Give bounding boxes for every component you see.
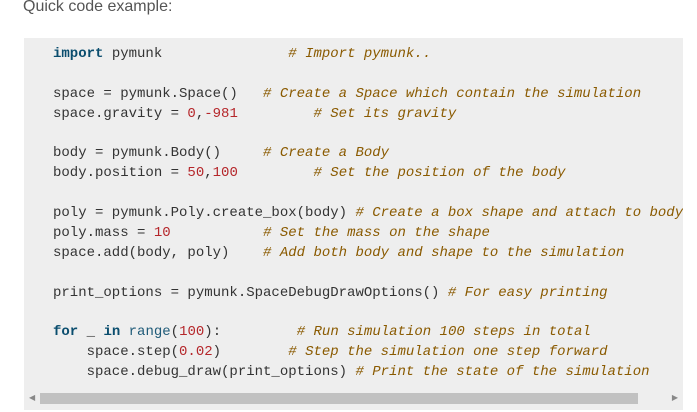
code-token: pymunk xyxy=(111,46,289,62)
code-token xyxy=(171,225,263,241)
code-token: ) xyxy=(212,344,289,361)
code-comment: # Set its gravity xyxy=(313,105,457,122)
code-token: space.gravity = xyxy=(53,105,188,122)
code-line xyxy=(53,65,683,85)
code-line: space.debug_draw(print_options) # Print … xyxy=(53,363,683,383)
code-token: poly.mass = xyxy=(53,225,154,242)
section-heading: Quick code example: xyxy=(23,0,173,15)
code-line xyxy=(53,304,683,324)
code-line: poly.mass = 10 # Set the mass on the sha… xyxy=(53,224,683,244)
code-comment: # Create a Body xyxy=(263,145,390,162)
code-token: , xyxy=(204,165,213,182)
code-comment: # For easy printing xyxy=(447,284,608,301)
code-token: 100 xyxy=(212,165,238,182)
code-token: poly = pymunk.Poly.create_box(body) xyxy=(53,205,356,222)
code-token: 0.02 xyxy=(179,344,213,361)
code-token: space.debug_draw(print_options) xyxy=(53,364,356,381)
code-token: 10 xyxy=(153,225,171,242)
code-token: in xyxy=(103,324,121,341)
code-token: _ xyxy=(78,324,104,341)
code-line: body.position = 50,100 # Set the positio… xyxy=(53,164,683,184)
code-token: body.position = xyxy=(53,165,188,182)
code-comment: # Add both body and shape to the simulat… xyxy=(263,244,625,261)
code-token: body = pymunk.Body() xyxy=(53,145,264,162)
code-token: for xyxy=(53,324,79,341)
code-comment: # Set the mass on the shape xyxy=(263,225,490,242)
code-line: space = pymunk.Space() # Create a Space … xyxy=(53,85,683,105)
code-token: ( xyxy=(170,324,180,341)
code-line xyxy=(53,264,683,284)
code-text: import pymunk # Import pymunk.. space = p… xyxy=(53,45,683,383)
code-comment: # Create a Space which contain the simul… xyxy=(263,85,642,102)
code-token: space = pymunk.Space() xyxy=(53,85,264,102)
code-token: 100 xyxy=(179,324,205,341)
code-token: space.add(body, poly) xyxy=(53,244,264,261)
code-line: space.add(body, poly) # Add both body an… xyxy=(53,244,683,264)
scroll-right-icon[interactable]: ▶ xyxy=(671,393,678,402)
scrollbar-thumb[interactable] xyxy=(40,393,638,404)
code-comment: # Print the state of the simulation xyxy=(355,364,650,381)
code-comment: # Step the simulation one step forward xyxy=(288,344,608,361)
code-token: -981 xyxy=(204,105,238,122)
code-token: range xyxy=(128,324,171,341)
code-token: , xyxy=(195,105,205,122)
code-line xyxy=(53,184,683,204)
code-token: 50 xyxy=(187,165,205,182)
code-line: poly = pymunk.Poly.create_box(body) # Cr… xyxy=(53,204,683,224)
code-comment: # Run simulation 100 steps in total xyxy=(296,324,591,341)
scroll-left-icon[interactable]: ◀ xyxy=(29,393,36,402)
code-line: print_options = pymunk.SpaceDebugDrawOpt… xyxy=(53,284,683,304)
code-token: 0 xyxy=(187,105,196,122)
code-token: space.step( xyxy=(53,344,180,361)
code-line: space.step(0.02) # Step the simulation o… xyxy=(53,343,683,363)
code-token xyxy=(238,106,314,122)
code-token: import xyxy=(53,46,104,62)
code-line: for _ in range(100): # Run simulation 10… xyxy=(53,323,683,343)
code-comment: # Create a box shape and attach to body xyxy=(355,205,683,222)
code-token: ): xyxy=(204,324,297,341)
code-line xyxy=(53,125,683,145)
code-line: import pymunk # Import pymunk.. xyxy=(53,45,683,65)
code-comment: # Set the position of the body xyxy=(313,165,566,182)
horizontal-scrollbar[interactable]: ◀ ▶ xyxy=(24,391,683,405)
code-line: space.gravity = 0,-981 # Set its gravity xyxy=(53,105,683,125)
code-token: print_options = pymunk.SpaceDebugDrawOpt… xyxy=(53,284,448,301)
code-token xyxy=(238,165,314,181)
code-block: import pymunk # Import pymunk.. space = p… xyxy=(24,38,683,410)
code-line: body = pymunk.Body() # Create a Body xyxy=(53,144,683,164)
code-comment: # Import pymunk.. xyxy=(288,46,432,62)
code-token xyxy=(120,324,128,340)
